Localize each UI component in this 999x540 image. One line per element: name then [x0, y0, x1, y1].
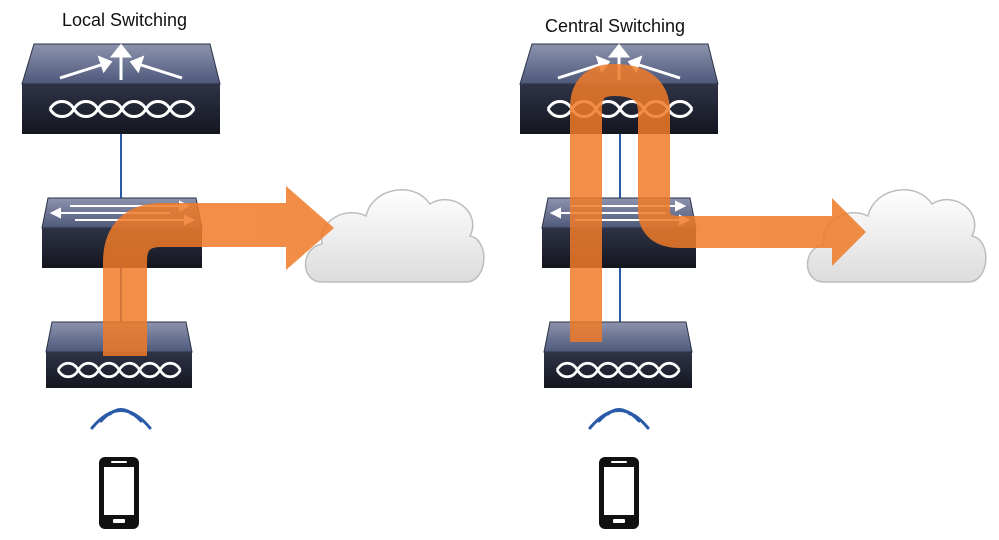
traffic-flow-arrow [570, 63, 866, 342]
wifi-signal-icon [90, 408, 152, 430]
local-switching-title: Local Switching [62, 10, 188, 30]
router-icon [21, 43, 221, 134]
traffic-flow-arrow [103, 186, 334, 356]
smartphone-icon [99, 457, 139, 529]
access-point-icon [543, 321, 693, 388]
central-switching-diagram [519, 43, 987, 529]
central-switching-title: Central Switching [545, 16, 686, 36]
wifi-signal-icon [588, 408, 650, 430]
cloud-icon [304, 189, 485, 283]
local-switching-diagram [21, 43, 485, 529]
smartphone-icon [599, 457, 639, 529]
